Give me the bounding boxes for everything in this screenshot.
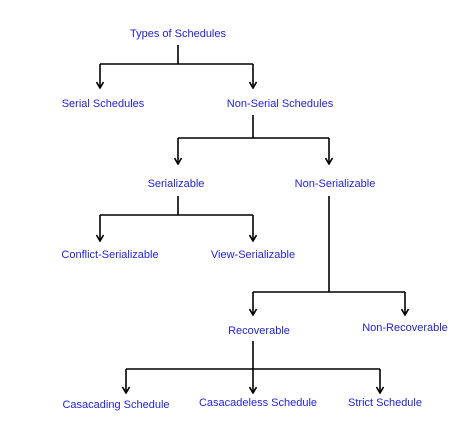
node-serializable: Serializable — [147, 178, 205, 190]
node-conflict-serializable: Conflict-Serializable — [61, 249, 159, 261]
node-serial-schedules: Serial Schedules — [61, 98, 145, 110]
node-strict-schedule: Strict Schedule — [348, 397, 422, 409]
node-types-of-schedules: Types of Schedules — [129, 28, 227, 40]
node-non-serial-schedules: Non-Serial Schedules — [226, 98, 334, 110]
node-recoverable: Recoverable — [228, 325, 290, 337]
node-view-serializable: View-Serializable — [210, 249, 296, 261]
node-cascading-schedule: Casacading Schedule — [62, 399, 170, 411]
node-cascadeless-schedule: Casacadeless Schedule — [198, 397, 318, 409]
node-non-serializable: Non-Serializable — [294, 178, 376, 190]
node-non-recoverable: Non-Recoverable — [362, 322, 448, 334]
